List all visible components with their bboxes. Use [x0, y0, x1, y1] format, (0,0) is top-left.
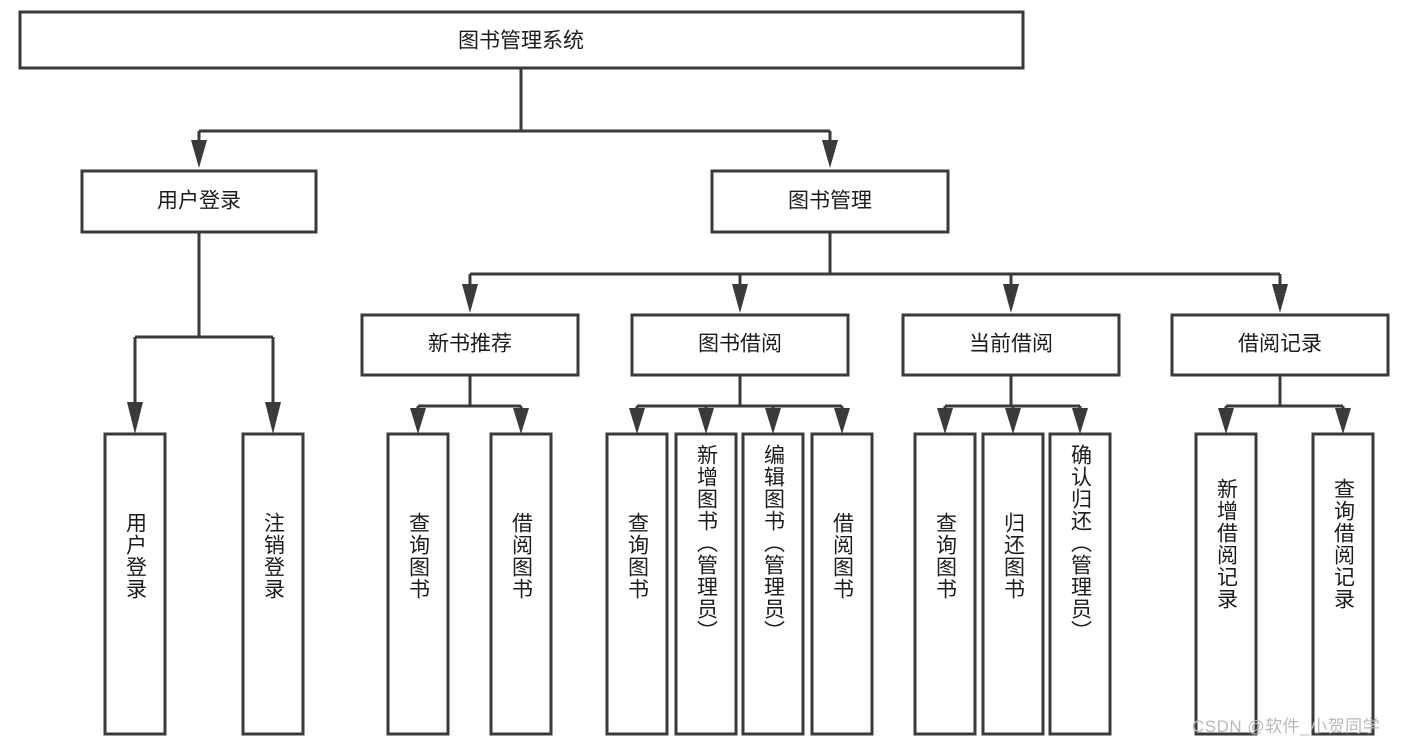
leaf-box-nb-query-book[interactable] — [386, 432, 450, 736]
arrowhead-cb-leaf-3 — [1072, 408, 1088, 434]
arrowhead-bb-leaf-4 — [834, 408, 850, 434]
node-book-borrow[interactable]: 图书借阅 — [630, 313, 850, 377]
leaf-box-bb-add-book[interactable] — [674, 432, 738, 736]
leaf-box-bb-query-book[interactable] — [605, 432, 669, 736]
node-borrow-record[interactable]: 借阅记录 — [1170, 313, 1390, 377]
watermark-text: CSDN @软件_小贺同学 — [1192, 717, 1381, 736]
leaf-box-cb-query-book[interactable] — [913, 432, 977, 736]
arrowhead-bb-leaf-2 — [698, 408, 714, 434]
node-user-login-label: 用户登录 — [157, 190, 241, 213]
node-new-book-recommend[interactable]: 新书推荐 — [360, 313, 580, 377]
node-user-login[interactable]: 用户登录 — [80, 169, 318, 234]
arrowhead-cb-leaf-1 — [937, 408, 953, 434]
arrowhead-leaf-logout — [265, 402, 281, 434]
node-borrow-record-box[interactable] — [1170, 313, 1390, 377]
leaf-box-nb-borrow-book[interactable] — [489, 432, 553, 736]
leaf-box-cb-confirm-return[interactable] — [1048, 432, 1112, 736]
arrowhead-newbook-leaf-1 — [410, 408, 426, 434]
arrowhead-borrow-record — [1272, 284, 1288, 313]
edges-userlogin-to-leaves — [127, 232, 281, 434]
arrowhead-bb-leaf-1 — [629, 408, 645, 434]
node-root-label: 图书管理系统 — [458, 30, 584, 53]
edges-root-to-level2 — [191, 68, 838, 168]
node-book-manage-label: 图书管理 — [788, 190, 872, 213]
arrowhead-br-leaf-1 — [1218, 408, 1234, 434]
leaf-boxes — [103, 432, 1375, 736]
arrowhead-cb-leaf-2 — [1005, 408, 1021, 434]
edges-bookborrow-to-leaves — [629, 375, 850, 434]
node-book-borrow-box[interactable] — [630, 313, 850, 377]
arrowhead-br-leaf-2 — [1335, 408, 1351, 434]
node-new-book-recommend-label: 新书推荐 — [428, 333, 512, 356]
leaf-box-bb-borrow-book[interactable] — [810, 432, 874, 736]
node-current-borrow-box[interactable] — [901, 313, 1121, 377]
leaf-box-bb-edit-book[interactable] — [741, 432, 805, 736]
node-borrow-record-label: 借阅记录 — [1238, 333, 1322, 356]
leaf-box-user-login[interactable] — [103, 432, 167, 736]
leaf-box-br-query-record[interactable] — [1311, 432, 1375, 736]
node-current-borrow[interactable]: 当前借阅 — [901, 313, 1121, 377]
arrowhead-user-login — [191, 140, 207, 168]
edges-borrowrecord-to-leaves — [1218, 375, 1351, 434]
arrowhead-current-borrow — [1003, 284, 1019, 313]
leaf-box-cb-return-book[interactable] — [981, 432, 1045, 736]
node-new-book-recommend-box[interactable] — [360, 313, 580, 377]
node-book-manage[interactable]: 图书管理 — [710, 169, 950, 234]
arrowhead-book-manage — [822, 140, 838, 168]
node-root[interactable]: 图书管理系统 — [18, 10, 1025, 70]
edges-bookmanage-to-level3 — [462, 232, 1288, 313]
node-book-manage-box[interactable] — [710, 169, 950, 234]
arrowhead-book-borrow — [732, 284, 748, 313]
edges-currentborrow-to-leaves — [937, 375, 1088, 434]
leaf-box-br-add-record[interactable] — [1194, 432, 1258, 736]
node-root-box[interactable] — [18, 10, 1025, 70]
arrowhead-new-book — [462, 284, 478, 313]
arrowhead-leaf-user-login — [127, 402, 143, 434]
arrowhead-newbook-leaf-2 — [513, 408, 529, 434]
arrowhead-bb-leaf-3 — [765, 408, 781, 434]
node-current-borrow-label: 当前借阅 — [969, 333, 1053, 356]
edges-newbook-to-leaves — [410, 375, 529, 434]
node-book-borrow-label: 图书借阅 — [698, 333, 782, 356]
node-user-login-box[interactable] — [80, 169, 318, 234]
leaf-box-logout[interactable] — [241, 432, 305, 736]
